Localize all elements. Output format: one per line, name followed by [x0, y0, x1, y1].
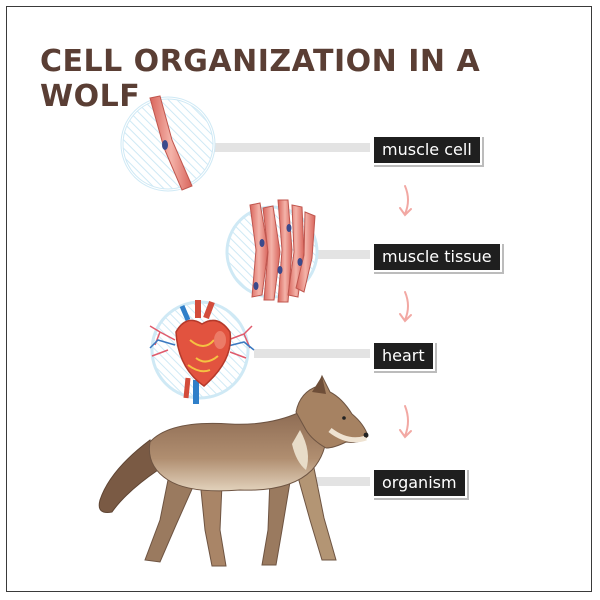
connector-muscle-tissue	[316, 250, 370, 259]
arrow-down-icon	[399, 185, 412, 217]
connector-lines	[214, 143, 370, 486]
label-organism: organism	[372, 468, 467, 498]
label-muscle-cell: muscle cell	[372, 135, 482, 165]
diagram-title: CELL ORGANIZATION IN A WOLF	[40, 44, 481, 114]
connector-muscle-cell	[214, 143, 370, 152]
heart-icon	[149, 300, 255, 404]
connector-heart	[254, 349, 370, 358]
flow-arrows	[399, 185, 412, 439]
connector-organism	[300, 477, 370, 486]
arrow-down-icon	[399, 405, 412, 439]
wolf-icon	[98, 374, 369, 567]
label-muscle-tissue: muscle tissue	[372, 242, 502, 272]
muscle-cell-icon	[120, 95, 216, 192]
label-heart: heart	[372, 341, 435, 371]
muscle-tissue-icon	[225, 199, 319, 303]
arrow-down-icon	[399, 291, 412, 323]
